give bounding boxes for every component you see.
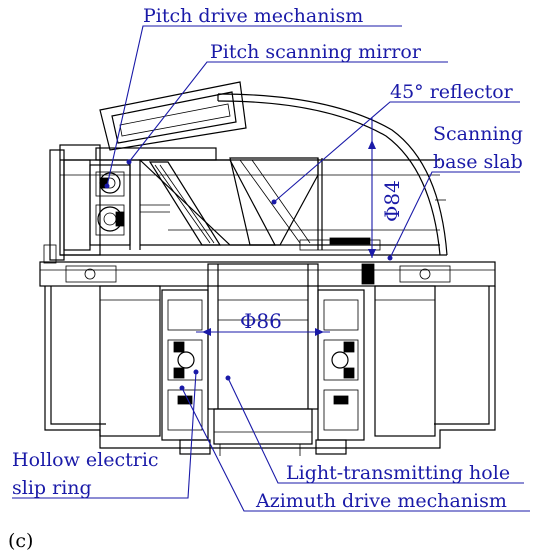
pitch-drive-assembly xyxy=(43,149,170,264)
dimension-d86-text: Φ86 xyxy=(240,309,282,333)
lower-housing xyxy=(44,285,496,449)
optical-frame xyxy=(60,229,447,256)
label-pitch-mirror: Pitch scanning mirror xyxy=(210,41,422,63)
label-light-hole: Light-transmitting hole xyxy=(286,462,510,484)
mechanical-drawing xyxy=(39,81,496,456)
base-bottom xyxy=(168,444,350,456)
dimension-d84-text: Φ84 xyxy=(380,180,404,222)
mirror-housing xyxy=(59,81,440,256)
dome-cover xyxy=(217,93,448,256)
pitch-scanning-mirror xyxy=(138,159,276,246)
light-tube xyxy=(207,263,319,445)
figure-caption: (c) xyxy=(8,530,33,552)
azimuth-drive-left xyxy=(161,289,211,455)
leader-lines xyxy=(12,25,530,512)
azimuth-drive-right xyxy=(315,289,365,455)
label-pitch-drive: Pitch drive mechanism xyxy=(143,5,363,27)
label-reflector: 45° reflector xyxy=(390,81,514,103)
reflector-45 xyxy=(229,157,381,251)
label-azimuth-drive: Azimuth drive mechanism xyxy=(255,490,507,512)
label-base-slab-1: Scanning xyxy=(433,123,523,145)
dimension-d84: Φ84 xyxy=(368,118,404,258)
dimension-d86: Φ86 xyxy=(196,309,330,336)
label-base-slab-2: base slab xyxy=(433,151,523,173)
label-slip-ring-1: Hollow electric xyxy=(12,449,159,471)
label-slip-ring-2: slip ring xyxy=(12,477,92,499)
scanning-base-slab xyxy=(39,261,496,287)
